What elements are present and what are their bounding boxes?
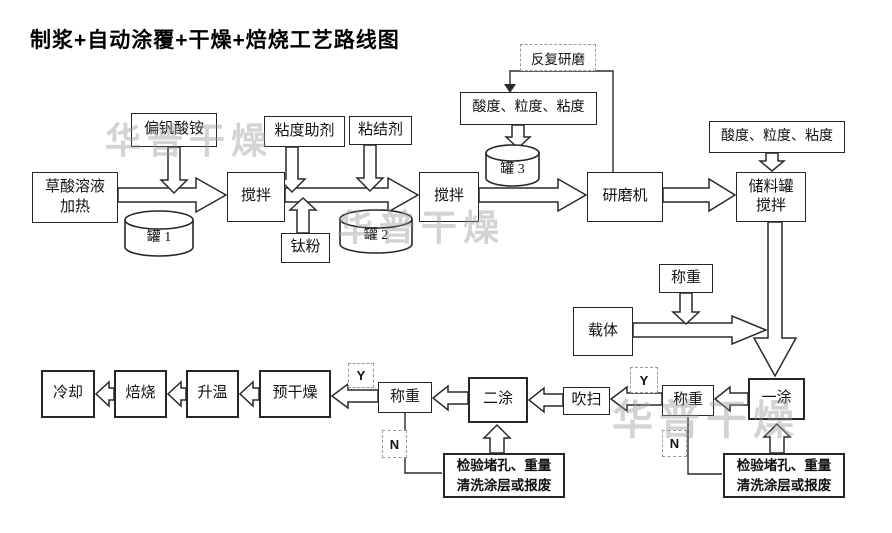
label-yes-left: Y bbox=[348, 363, 374, 388]
cylinder-shape bbox=[339, 209, 413, 254]
flow-arrow bbox=[117, 176, 228, 214]
flow-arrow bbox=[94, 380, 115, 408]
node-binder: 粘结剂 bbox=[349, 116, 412, 145]
connector-line bbox=[404, 413, 442, 474]
label-no-left: N bbox=[382, 430, 407, 458]
node-viscosity-aid: 粘度助剂 bbox=[264, 116, 345, 147]
node-oxalic-solution-heating: 草酸溶液 加热 bbox=[32, 172, 118, 223]
page-title: 制浆+自动涂覆+干燥+焙烧工艺路线图 bbox=[30, 29, 400, 52]
node-cool: 冷却 bbox=[41, 370, 95, 418]
tank-2-label: 罐 2 bbox=[363, 227, 389, 243]
node-mix-2: 搅拌 bbox=[419, 172, 479, 222]
flow-arrow bbox=[159, 146, 189, 195]
flow-arrow bbox=[431, 384, 469, 412]
flow-arrow bbox=[632, 314, 768, 346]
flow-arrow bbox=[504, 124, 532, 150]
node-mix-1: 搅拌 bbox=[227, 172, 285, 222]
flow-arrow bbox=[762, 422, 792, 454]
node-acidity-check-right: 酸度、粒度、粘度 bbox=[709, 121, 845, 153]
connector-line bbox=[509, 70, 614, 172]
flow-arrow bbox=[330, 382, 379, 410]
cylinder-shape bbox=[124, 210, 194, 257]
flow-arrow bbox=[752, 221, 798, 378]
node-weigh-after-second-coat: 称重 bbox=[378, 382, 432, 413]
node-roast: 焙烧 bbox=[114, 370, 167, 418]
node-titanium-powder: 钛粉 bbox=[281, 233, 330, 263]
flow-arrow bbox=[609, 385, 663, 413]
node-first-coat: 一涂 bbox=[748, 378, 805, 420]
tank-1-cylinder: 罐 1 bbox=[124, 210, 194, 258]
node-storage-tank-mix: 储料罐 搅拌 bbox=[736, 172, 806, 222]
flow-arrow bbox=[671, 292, 701, 326]
flow-arrow bbox=[527, 386, 564, 414]
node-inspect-left: 检验堵孔、重量 清洗涂层或报废 bbox=[443, 453, 565, 498]
flow-arrow bbox=[238, 380, 260, 408]
node-carrier: 载体 bbox=[573, 307, 633, 356]
cylinder-shape bbox=[485, 144, 540, 187]
tank-1-label: 罐 1 bbox=[146, 229, 172, 245]
label-no-right: N bbox=[662, 430, 687, 457]
tank-2-cylinder: 罐 2 bbox=[339, 209, 413, 255]
tank-3-cylinder: 罐 3 bbox=[485, 144, 540, 188]
label-regrind: 反复研磨 bbox=[520, 44, 596, 71]
flow-arrow bbox=[757, 152, 787, 172]
tank-3-label: 罐 3 bbox=[500, 161, 525, 177]
flow-arrow bbox=[284, 176, 420, 214]
node-second-coat: 二涂 bbox=[468, 377, 528, 423]
flow-arrow bbox=[662, 177, 737, 213]
flow-arrow bbox=[355, 144, 385, 193]
arrowhead bbox=[504, 84, 516, 93]
node-heat-up: 升温 bbox=[186, 370, 239, 418]
node-ammonium-metavanadate: 偏钒酸铵 bbox=[131, 113, 217, 147]
node-acidity-check-left: 酸度、粒度、粘度 bbox=[460, 92, 597, 125]
node-purge: 吹扫 bbox=[563, 387, 610, 415]
label-yes-right: Y bbox=[630, 367, 658, 393]
node-weigh-carrier: 称重 bbox=[659, 264, 713, 293]
connector-line bbox=[687, 417, 722, 475]
flow-arrow bbox=[166, 380, 187, 408]
node-predry: 预干燥 bbox=[259, 370, 331, 418]
node-inspect-right: 检验堵孔、重量 清洗涂层或报废 bbox=[723, 453, 845, 498]
node-grinder: 研磨机 bbox=[587, 172, 663, 222]
flow-arrow bbox=[482, 423, 512, 454]
flow-arrow bbox=[713, 385, 749, 413]
flow-arrow bbox=[478, 177, 588, 213]
node-weigh-after-first-coat: 称重 bbox=[662, 385, 714, 416]
flow-arrow bbox=[288, 196, 318, 234]
